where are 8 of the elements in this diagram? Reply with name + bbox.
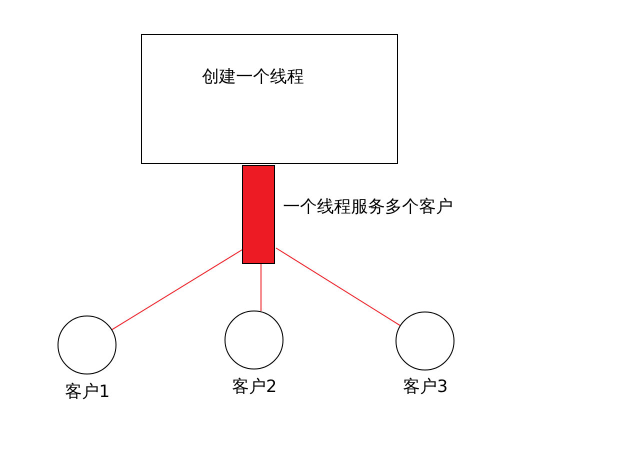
client-label: 客户3: [403, 376, 448, 398]
connector-line: [276, 248, 401, 326]
client-label: 客户2: [232, 376, 277, 398]
client-label: 客户1: [65, 381, 110, 403]
connector-line: [260, 264, 262, 312]
annotation-text: 一个线程服务多个客户: [283, 196, 453, 218]
box-label: 创建一个线程: [202, 66, 304, 88]
process-box: [141, 34, 398, 164]
